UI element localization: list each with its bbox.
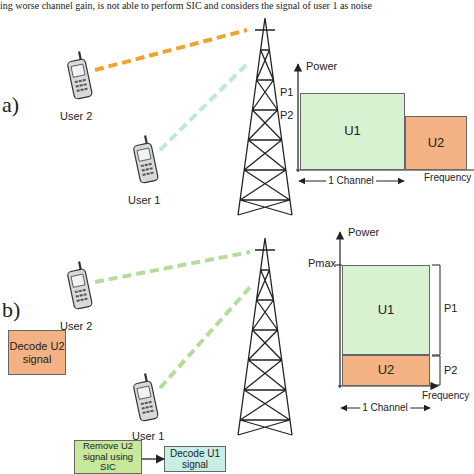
axis-label: Power: [306, 60, 337, 72]
user-signal-block: U1: [300, 93, 405, 170]
node-text: U2: [378, 363, 395, 378]
radio-link: [95, 30, 247, 70]
node-text: U2: [428, 136, 445, 151]
user-label: User 1: [128, 194, 160, 206]
power-level: Pmax: [308, 257, 336, 269]
power-level: P2: [444, 364, 457, 376]
node-text: U1: [378, 303, 395, 318]
phone-symbol: [65, 51, 92, 100]
axis-label: Frequency: [424, 172, 471, 183]
user-label: User 2: [60, 110, 92, 122]
panel-label: a): [2, 93, 19, 117]
tower-symbol: [238, 238, 292, 435]
axis-label: Power: [348, 226, 379, 238]
channel-label: 1 Channel: [326, 175, 376, 186]
node-text: Decode U1 signal: [165, 448, 225, 471]
process-box: Decode U2 signal: [8, 330, 66, 375]
caption-fragment: ing worse channel gain, is not able to p…: [0, 0, 372, 11]
node-text: U1: [344, 124, 361, 139]
power-axis: [297, 64, 298, 172]
radio-link: [160, 62, 249, 150]
power-level: P1: [280, 86, 293, 98]
node-text: Decode U2 signal: [9, 340, 65, 365]
user-signal-block: U2: [342, 355, 430, 386]
flow-arrow: [142, 458, 164, 459]
radio-link: [95, 252, 250, 282]
user-signal-block: U2: [405, 116, 467, 170]
power-axis: [339, 232, 340, 388]
axis-label: Frequency: [422, 390, 469, 401]
power-bracket: [432, 265, 440, 385]
process-box: Remove U2 signal using SIC: [74, 440, 142, 474]
phone-symbol: [131, 135, 158, 184]
phone-symbol: [131, 373, 158, 422]
panel-label: b): [2, 298, 20, 322]
channel-label: 1 Channel: [360, 402, 410, 413]
process-box: Decode U1 signal: [164, 446, 226, 472]
node-text: Remove U2 signal using SIC: [75, 441, 141, 474]
user-signal-block: U1: [342, 265, 430, 355]
power-level: P1: [444, 302, 457, 314]
user-label: User 1: [132, 430, 164, 442]
power-level: P2: [280, 109, 293, 121]
user-label: User 2: [60, 320, 92, 332]
phone-symbol: [65, 261, 92, 310]
radio-link: [160, 285, 252, 388]
